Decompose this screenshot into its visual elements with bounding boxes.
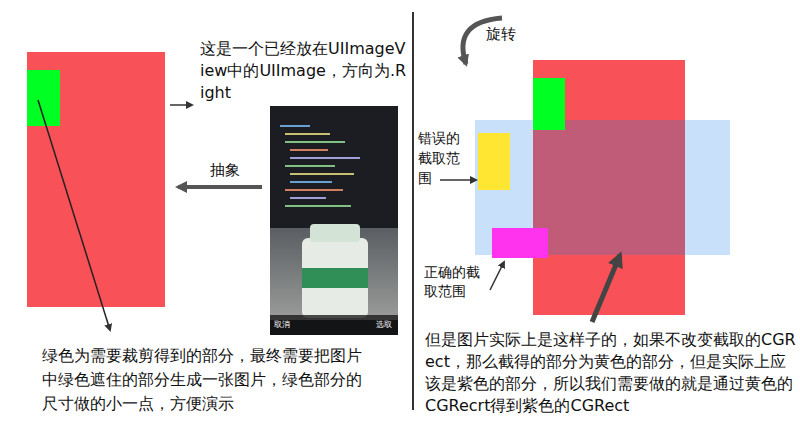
crop-rect [533,78,565,130]
pointer-arrow [170,104,192,106]
button-label: 取消 [274,319,304,331]
pointer-arrow [592,255,620,322]
overlap-rect [533,120,685,255]
arrow-label: 旋转 [486,24,531,44]
image-rect [27,52,165,307]
callout-label: 错误的截取范围 [418,128,464,188]
callout-label: 正确的截取范围 [424,263,486,301]
photo [270,106,398,335]
wrong-rect [478,133,510,190]
caption-note: 这是一个已经放在UIImageView中的UIImage，方向为.Right [200,38,408,104]
divider [412,12,414,410]
pointer-arrow [440,179,476,181]
arrow-label: 抽象 [210,160,260,180]
description-note: 绿色为需要裁剪得到的部分，最终需要把图片中绿色遮住的部分生成一张图片，绿色部分的… [42,344,377,416]
button-label: 选取 [376,319,398,331]
pointer-arrow [490,262,504,290]
correct-rect [492,228,548,258]
leader-arrow [38,100,110,330]
description-note: 但是图片实际上是这样子的，如果不改变截取的CGRect，那么截得的部分为黄色的部… [425,329,797,417]
abstract-arrow [178,185,262,189]
